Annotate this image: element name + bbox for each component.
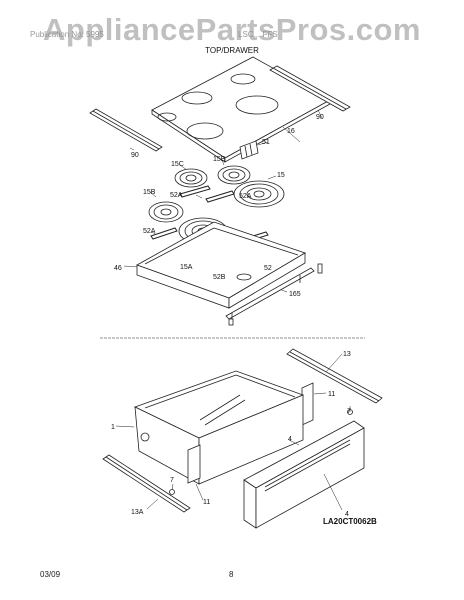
leader-lines-lower — [115, 353, 351, 511]
callout-13A: 13A — [131, 509, 144, 516]
trim-strip-left — [89, 108, 163, 152]
glass-burner-ring — [230, 73, 256, 85]
element-15C — [174, 168, 208, 188]
page-title: TOP/DRAWER — [205, 46, 259, 55]
callout-11-right: 11 — [328, 391, 335, 398]
element-15B-top — [217, 165, 251, 185]
callout-13: 13 — [343, 351, 351, 358]
drawer-body — [133, 370, 305, 485]
callout-15B-top: 15B — [213, 156, 226, 163]
glass-burner-ring — [235, 95, 279, 115]
burner-box — [136, 221, 323, 326]
callout-15C: 15C — [171, 161, 184, 168]
element-15B-left — [148, 201, 184, 223]
watermark-logo: AppliancePartsPros.com — [43, 12, 421, 47]
diagram-reference-code: LA20CT0062B — [323, 517, 377, 526]
callout-52: 52 — [264, 265, 272, 272]
drawer-slide-left-front — [102, 454, 191, 513]
footer-date: 03/09 — [40, 570, 61, 579]
model-label: LSC... FFS — [238, 30, 278, 39]
callout-52A-b: 52A — [239, 193, 252, 200]
callout-4-bottom: 4 — [345, 511, 349, 518]
front-rail — [225, 267, 315, 320]
callout-16: 16 — [287, 128, 295, 135]
callout-46: 46 — [114, 265, 122, 272]
terminal-block — [239, 140, 259, 160]
glass-burner-ring — [157, 112, 177, 122]
drawer-slide-right-rear — [286, 348, 383, 426]
glass-burner-ring — [181, 91, 213, 105]
footer-page-number: 8 — [229, 570, 234, 579]
box-opening — [236, 273, 252, 281]
callout-4-top: 4 — [288, 436, 292, 443]
callout-7-right: 7 — [347, 408, 351, 415]
callout-labels: 16 90 90 51 15 15C 15B 52A 52A 15B 52A 1… — [111, 114, 351, 518]
callout-15A: 15A — [180, 264, 193, 271]
callout-52B: 52B — [213, 274, 226, 281]
publication-label: Publication No: 5995 — [30, 30, 104, 39]
callout-165: 165 — [289, 291, 301, 298]
callout-11-left: 11 — [203, 499, 210, 506]
callout-90-left: 90 — [131, 152, 139, 159]
trim-strip-right — [269, 65, 351, 112]
callout-1: 1 — [111, 424, 115, 431]
glass-burner-ring — [186, 122, 224, 140]
callout-7-left: 7 — [170, 477, 174, 484]
callout-15: 15 — [277, 172, 285, 179]
drawer-bracket-left — [187, 444, 201, 484]
callout-15B-left: 15B — [143, 189, 156, 196]
callout-51: 51 — [262, 139, 270, 146]
callout-90-right: 90 — [316, 114, 324, 121]
drawer-front-panel — [243, 420, 365, 529]
callout-52A-a: 52A — [170, 192, 183, 199]
callout-52A-c: 52A — [143, 228, 156, 235]
